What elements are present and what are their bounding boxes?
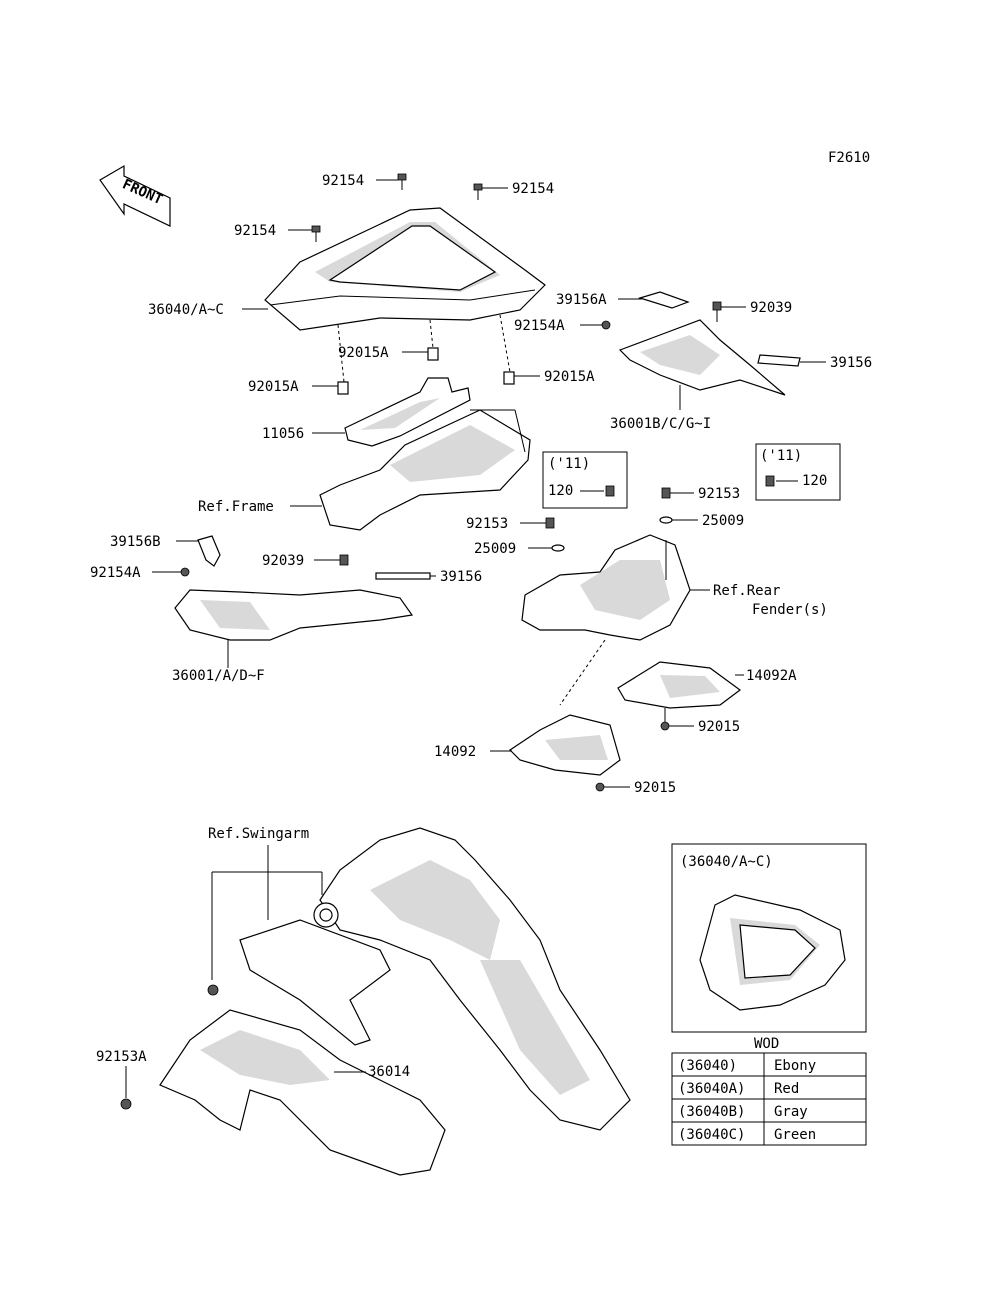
figure-code: F2610 <box>828 150 870 166</box>
label-36001B: 36001B/C/G~I <box>610 416 711 432</box>
label-92154-right: 92154 <box>512 181 554 197</box>
label-120-right: 120 <box>802 473 827 489</box>
color-name-2: Gray <box>774 1104 808 1120</box>
bolt-92154-left <box>311 225 321 242</box>
label-92015-upper: 92015 <box>698 719 740 735</box>
label-25009-left: 25009 <box>474 541 516 557</box>
color-code-0: (36040) <box>678 1058 737 1074</box>
label-92154A-right: 92154A <box>514 318 565 334</box>
label-92015A-right: 92015A <box>544 369 595 385</box>
label-92015-lower: 92015 <box>634 780 676 796</box>
label-92153-left: 92153 <box>466 516 508 532</box>
label-92015A-center: 92015A <box>338 345 389 361</box>
screw-92154A-right <box>601 320 611 330</box>
label-y11-left: ('11) <box>548 456 590 472</box>
label-39156-right: 39156 <box>830 355 872 371</box>
label-92154-top: 92154 <box>322 173 364 189</box>
frame-reference <box>319 409 531 531</box>
nut-92015-lower <box>595 782 605 792</box>
box-y11-left <box>542 451 628 509</box>
label-11056: 11056 <box>262 426 304 442</box>
label-36001: 36001/A/D~F <box>172 668 265 684</box>
rear-fender-reference <box>521 534 691 641</box>
chain-guard-swingarm <box>239 919 391 1046</box>
label-25009-right: 25009 <box>702 513 744 529</box>
label-36040: 36040/A~C <box>148 302 224 318</box>
screw-92154A-left <box>180 567 190 577</box>
side-cover-36001B <box>618 319 786 396</box>
cover-14092A <box>617 661 742 709</box>
inset-seat-cowl <box>699 894 846 1011</box>
bolt-120-right <box>765 475 775 487</box>
label-39156-left: 39156 <box>440 569 482 585</box>
washer-25009-right <box>659 516 673 524</box>
collar-92015A-center <box>427 347 439 361</box>
nut-92015-upper <box>660 721 670 731</box>
seat-cowl-36040 <box>264 207 546 331</box>
washer-25009-left <box>551 544 565 552</box>
bolt-92154-right <box>473 183 483 200</box>
box-y11-right <box>755 443 841 501</box>
collar-92015A-left <box>337 381 349 395</box>
color-table-title: WOD <box>754 1036 779 1052</box>
label-y11-right: ('11) <box>760 448 802 464</box>
label-92039-right: 92039 <box>750 300 792 316</box>
pad-39156-right <box>757 354 801 367</box>
label-92153-right: 92153 <box>698 486 740 502</box>
color-code-3: (36040C) <box>678 1127 745 1143</box>
collar-92015A-right <box>503 371 515 385</box>
swingarm-reference <box>313 827 631 1131</box>
color-table: (36040) Ebony (36040A) Red (36040B) Gray… <box>671 1052 867 1146</box>
bolt-92154-top <box>397 173 407 190</box>
inset-box <box>671 843 867 1033</box>
bolt-120-left <box>605 485 615 497</box>
inset-title: (36040/A~C) <box>680 854 773 870</box>
bracket-11056 <box>344 377 471 447</box>
label-36014: 36014 <box>368 1064 410 1080</box>
label-92039-left: 92039 <box>262 553 304 569</box>
chain-cover-36014 <box>159 1009 446 1176</box>
bolt-swingarm <box>207 984 219 996</box>
label-92154A-left: 92154A <box>90 565 141 581</box>
label-ref-swingarm: Ref.Swingarm <box>208 826 309 842</box>
label-14092: 14092 <box>434 744 476 760</box>
label-ref-frame: Ref.Frame <box>198 499 274 515</box>
color-name-0: Ebony <box>774 1058 816 1074</box>
color-name-3: Green <box>774 1127 816 1143</box>
side-cover-36001 <box>174 589 414 641</box>
label-92015A-left: 92015A <box>248 379 299 395</box>
color-code-1: (36040A) <box>678 1081 745 1097</box>
bolt-92039-left <box>339 554 349 566</box>
color-code-2: (36040B) <box>678 1104 745 1120</box>
bolt-92153A <box>120 1098 132 1110</box>
bolt-92039-right <box>712 301 722 322</box>
label-ref-rear-2: Fender(s) <box>752 602 828 618</box>
pad-39156B <box>197 535 221 567</box>
label-92153A: 92153A <box>96 1049 147 1065</box>
bolt-92153-left <box>545 517 555 529</box>
cover-14092 <box>509 714 621 776</box>
bolt-92153-right <box>661 487 671 499</box>
label-92154-left: 92154 <box>234 223 276 239</box>
label-120-left: 120 <box>548 483 573 499</box>
label-39156B: 39156B <box>110 534 161 550</box>
label-39156A: 39156A <box>556 292 607 308</box>
pad-39156-left <box>375 572 431 580</box>
pad-39156A <box>637 291 690 309</box>
label-14092A: 14092A <box>746 668 797 684</box>
front-arrow-icon: FRONT <box>99 164 171 227</box>
label-ref-rear-1: Ref.Rear <box>713 583 780 599</box>
color-name-1: Red <box>774 1081 799 1097</box>
